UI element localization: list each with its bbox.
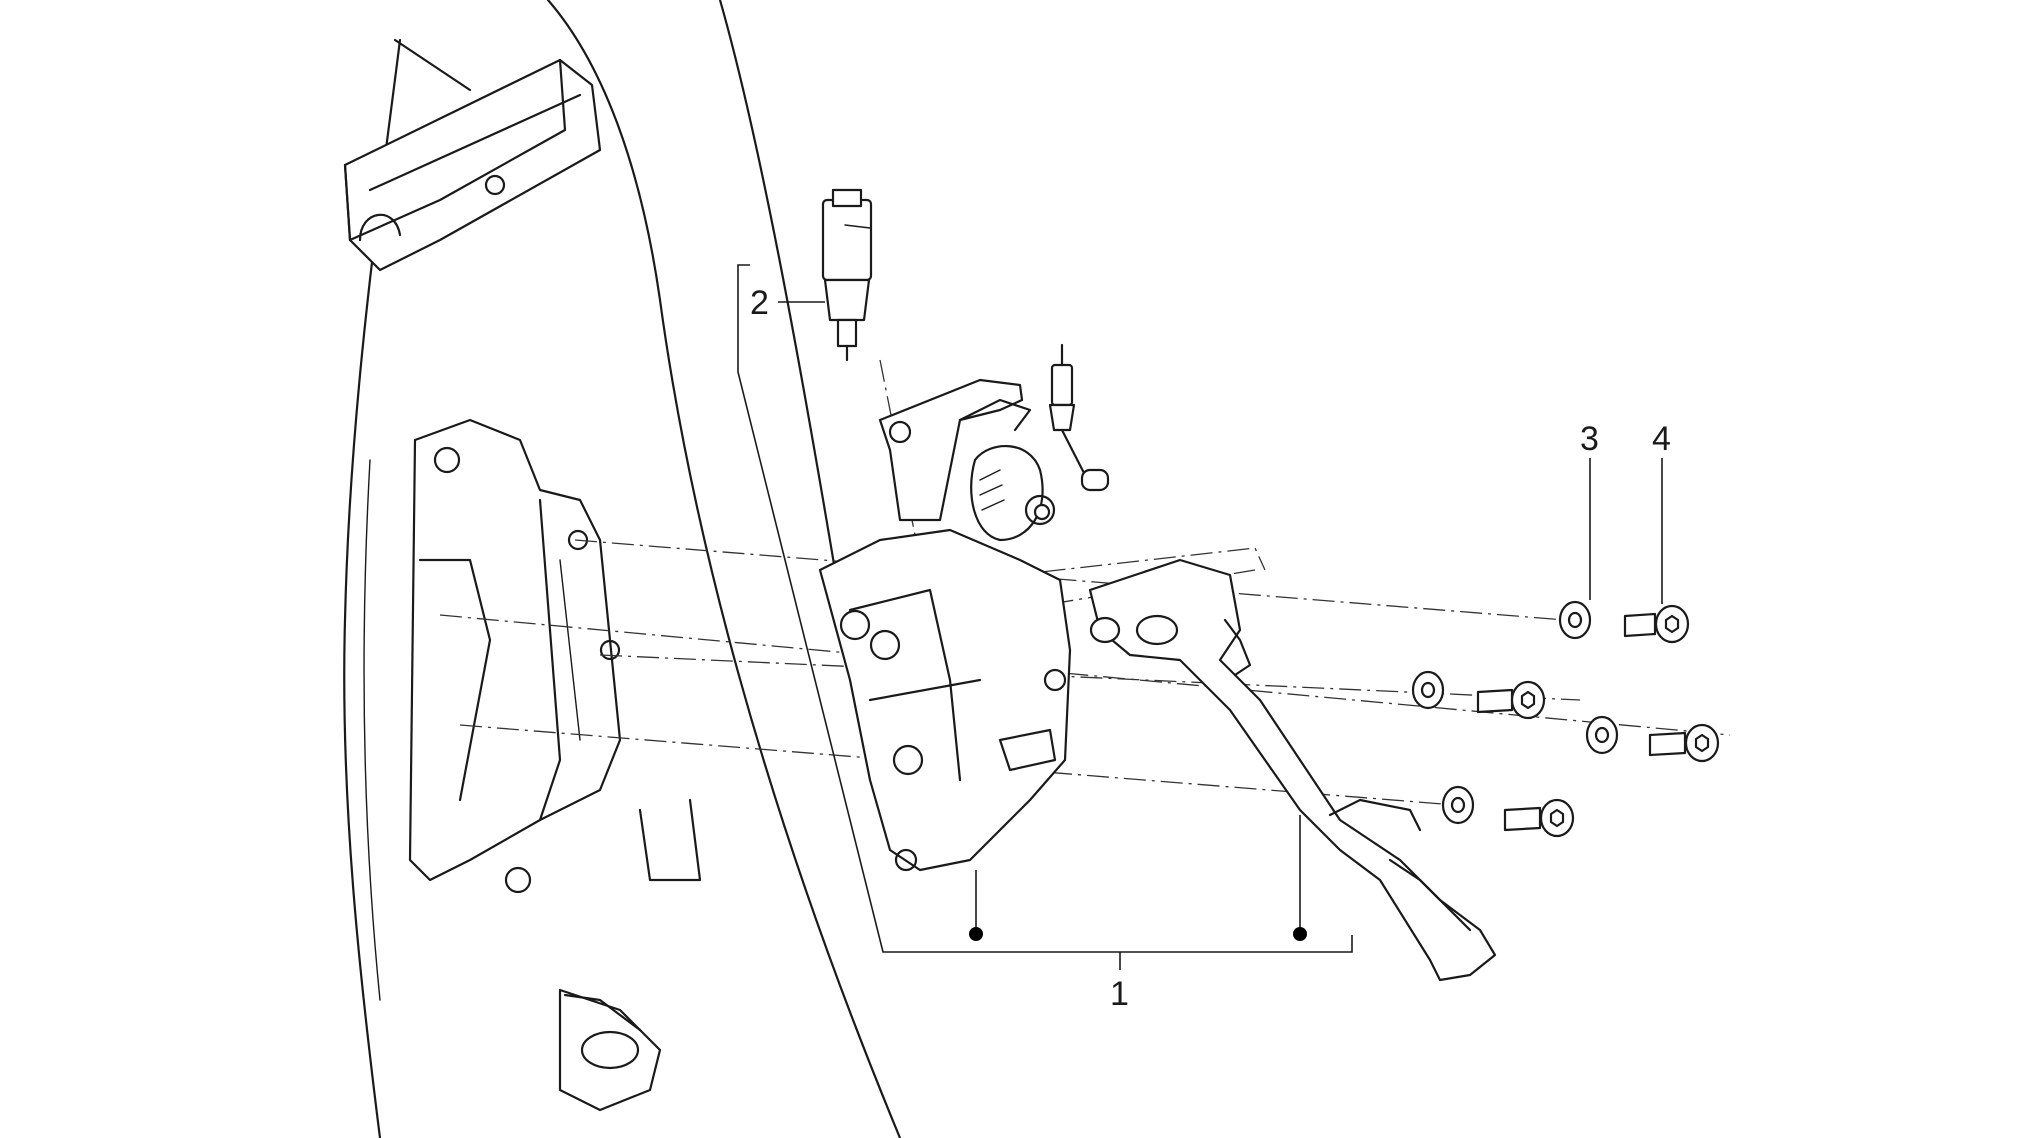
washers <box>1411 600 1619 825</box>
sensor-switch-part <box>821 188 873 362</box>
assembly-axis-lines <box>439 359 1731 806</box>
callout-number-4: 4 <box>1652 420 1671 458</box>
assembly-group-bracket <box>737 264 1353 970</box>
pedal-bracket <box>818 378 1072 872</box>
leader-dot-pedal <box>1293 927 1307 941</box>
vehicle-frame <box>343 0 902 1138</box>
callout-number-3: 3 <box>1580 420 1599 458</box>
callout-number-2: 2 <box>750 284 769 322</box>
brake-pedal-lever <box>1088 558 1497 982</box>
callout-number-1: 1 <box>1110 975 1129 1013</box>
bolts <box>1476 604 1720 838</box>
leader-dot-bracket <box>969 927 983 941</box>
callout-leaders <box>778 301 1663 604</box>
spring-pin-part <box>1048 343 1110 492</box>
